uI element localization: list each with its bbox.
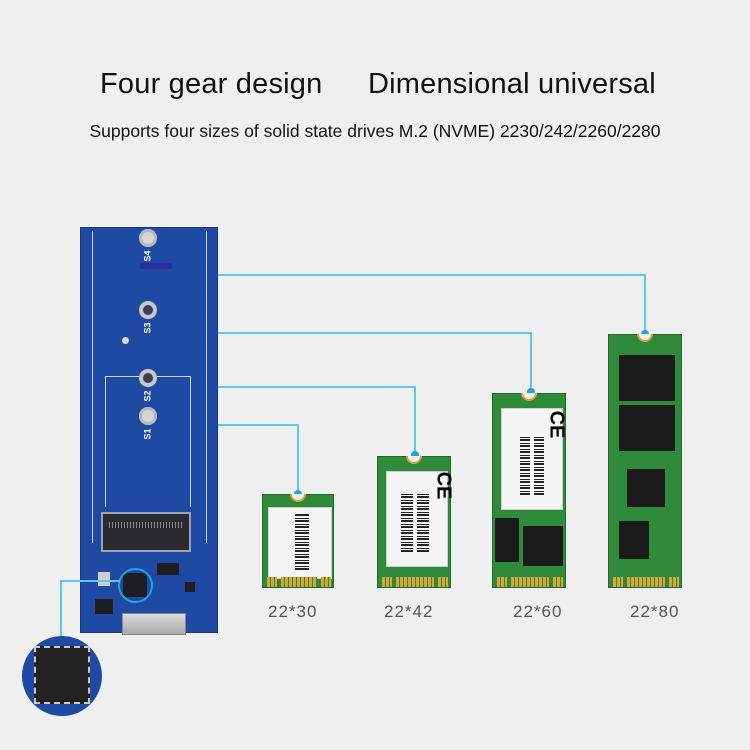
connector-line-2242 (414, 386, 416, 454)
connector-line-2230 (218, 424, 298, 426)
regulator-chip (185, 582, 195, 592)
silkscreen-mark (140, 263, 172, 269)
gold-fingers (669, 577, 679, 587)
barcode (295, 514, 309, 570)
gold-fingers (438, 577, 448, 587)
board-rail (206, 231, 207, 543)
screw-label-s3: S3 (142, 322, 153, 334)
qfn-chip-closeup (34, 646, 90, 704)
size-label-2230: 22*30 (268, 602, 318, 621)
usb-c-port (122, 613, 186, 635)
screw-hole-s4 (139, 229, 157, 247)
gold-fingers (281, 577, 317, 587)
size-label-2242: 22*42 (384, 602, 434, 621)
callout-line (60, 580, 62, 638)
ssd-label (268, 507, 332, 579)
screw-notch (521, 393, 537, 401)
connector-line-2242 (218, 386, 415, 388)
screw-hole-s3 (139, 301, 157, 319)
ssd-label: CE (501, 408, 567, 510)
headline-right: Dimensional universal (368, 68, 656, 100)
callout-line (60, 580, 120, 582)
nand-chip (495, 518, 519, 562)
connector-dot-2242 (411, 451, 419, 459)
connector-dot-2260 (527, 388, 535, 396)
controller-chip (627, 469, 665, 507)
connector-line-2280 (218, 274, 645, 276)
ssd-2280 (608, 334, 682, 588)
m2-connector-slot (101, 512, 191, 552)
screw-notch (406, 456, 422, 464)
fiducial-dot (122, 337, 129, 344)
screw-label-s2: S2 (142, 390, 153, 402)
size-label-2280: 22*80 (630, 602, 680, 621)
gold-fingers (382, 577, 392, 587)
connector-line-2230 (297, 424, 299, 494)
screw-label-s4: S4 (142, 250, 153, 262)
nand-chip (619, 355, 675, 401)
gold-fingers (511, 577, 549, 587)
connector-line-2280 (644, 274, 646, 334)
barcode (520, 435, 530, 495)
gold-fingers (321, 577, 331, 587)
screw-label-s1: S1 (142, 428, 153, 440)
ssd-2230 (262, 494, 334, 588)
board-rail (92, 231, 93, 543)
barcode (534, 435, 544, 495)
inductor (157, 563, 179, 575)
adapter-board: S4 S3 S2 S1 (80, 227, 218, 635)
nand-chip (523, 526, 563, 566)
ce-mark: CE (432, 471, 455, 500)
size-label-2260: 22*60 (513, 602, 563, 621)
ssd-2260: CE (492, 393, 567, 588)
nand-chip (619, 405, 675, 451)
eeprom-chip (95, 599, 113, 614)
gold-fingers (613, 577, 623, 587)
connector-line-2260 (218, 332, 531, 334)
gold-fingers (627, 577, 665, 587)
gold-fingers (267, 577, 277, 587)
chip-zoom-callout (22, 636, 102, 716)
chip-highlight-ring (118, 568, 153, 603)
connector-line-2260 (530, 332, 532, 392)
screw-hole-s2 (139, 369, 157, 387)
screw-notch (637, 334, 653, 342)
dram-chip (619, 521, 649, 559)
ssd-2242: CE (377, 456, 454, 588)
gold-fingers (553, 577, 563, 587)
capacitor (98, 572, 110, 586)
gold-fingers (497, 577, 507, 587)
gold-fingers (396, 577, 434, 587)
screw-hole-s1 (139, 407, 157, 425)
subtitle: Supports four sizes of solid state drive… (89, 121, 661, 141)
screw-notch (290, 494, 306, 502)
ce-mark: CE (545, 410, 568, 439)
barcode (417, 494, 429, 552)
barcode (401, 494, 413, 552)
headline-left: Four gear design (100, 68, 323, 100)
ssd-label: CE (386, 471, 454, 567)
